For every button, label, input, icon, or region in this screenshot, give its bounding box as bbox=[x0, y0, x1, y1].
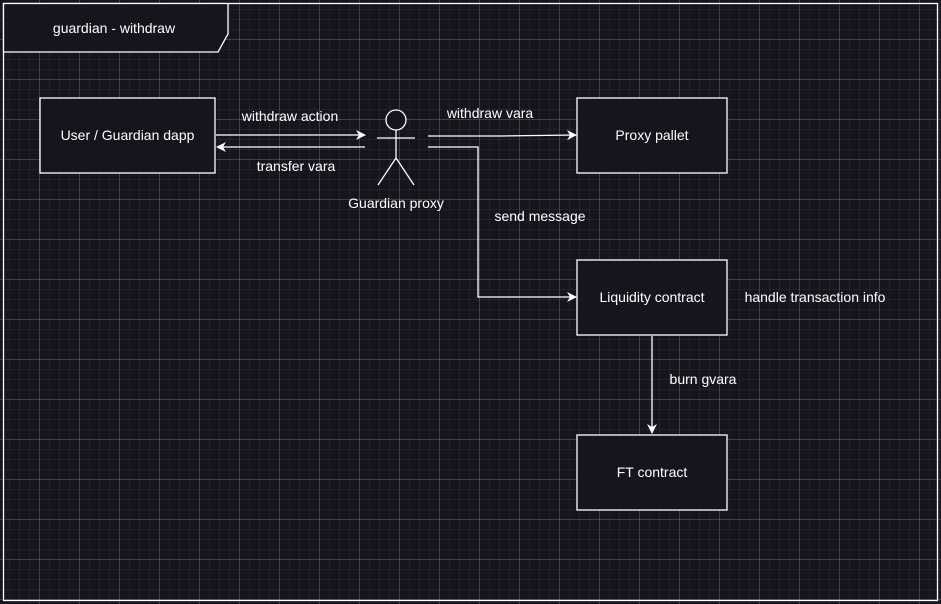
node-liquidity-contract-box[interactable] bbox=[576, 259, 728, 336]
edge-withdraw-action[interactable]: withdraw action bbox=[216, 108, 366, 140]
node-proxy-pallet-label: Proxy pallet bbox=[615, 127, 688, 143]
edge-send-message-label: send message bbox=[494, 208, 585, 224]
node-user-dapp[interactable]: User / Guardian dapp bbox=[39, 97, 216, 174]
node-proxy-pallet-box[interactable] bbox=[576, 97, 728, 174]
frame-title-tab: guardian - withdraw bbox=[2, 2, 229, 53]
node-ft-contract-label: FT contract bbox=[617, 464, 688, 480]
edge-send-message[interactable]: send message bbox=[428, 146, 586, 302]
note-handle-transaction-info: handle transaction info bbox=[745, 289, 886, 305]
node-liquidity-contract[interactable]: Liquidity contract bbox=[576, 259, 728, 336]
edge-withdraw-vara-line[interactable] bbox=[428, 130, 577, 141]
node-user-dapp-label: User / Guardian dapp bbox=[61, 127, 195, 143]
frame-title-shape bbox=[2, 2, 229, 53]
edge-withdraw-vara[interactable]: withdraw vara bbox=[428, 105, 577, 141]
frame-title: guardian - withdraw bbox=[53, 20, 176, 36]
edge-burn-gvara-label: burn gvara bbox=[670, 371, 737, 387]
edge-withdraw-vara-label: withdraw vara bbox=[446, 105, 534, 121]
node-user-dapp-box[interactable] bbox=[39, 97, 216, 174]
stick-figure-icon bbox=[377, 109, 415, 186]
node-ft-contract-box[interactable] bbox=[576, 434, 728, 511]
edge-transfer-vara-label: transfer vara bbox=[257, 158, 336, 174]
edge-burn-gvara[interactable]: burn gvara bbox=[647, 336, 737, 434]
actor-guardian-proxy[interactable]: Guardian proxy bbox=[348, 109, 444, 211]
node-ft-contract[interactable]: FT contract bbox=[576, 434, 728, 511]
edge-transfer-vara[interactable]: transfer vara bbox=[216, 142, 365, 174]
node-liquidity-contract-label: Liquidity contract bbox=[599, 289, 704, 305]
node-proxy-pallet[interactable]: Proxy pallet bbox=[576, 97, 728, 174]
actor-guardian-proxy-label: Guardian proxy bbox=[348, 195, 444, 211]
edge-withdraw-action-label: withdraw action bbox=[241, 108, 339, 124]
edge-send-message-line[interactable] bbox=[428, 146, 577, 302]
